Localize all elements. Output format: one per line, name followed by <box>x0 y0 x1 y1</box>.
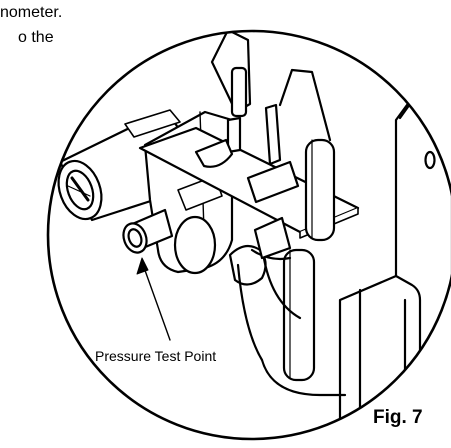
pressure-test-point-fitting <box>122 208 174 254</box>
pressure-test-point-label: Pressure Test Point <box>95 348 217 364</box>
instruction-text-line-1: nometer. <box>0 4 63 21</box>
thermocouple-tube <box>236 216 347 397</box>
figure-label: Fig. 7 <box>373 407 423 428</box>
magnifier-circle <box>46 29 451 441</box>
callout-arrow <box>136 257 171 341</box>
housing-panel <box>338 58 451 439</box>
pilot-assembly <box>194 31 336 242</box>
instruction-text-line-2: o the <box>18 29 54 46</box>
mounting-hole <box>424 150 436 170</box>
